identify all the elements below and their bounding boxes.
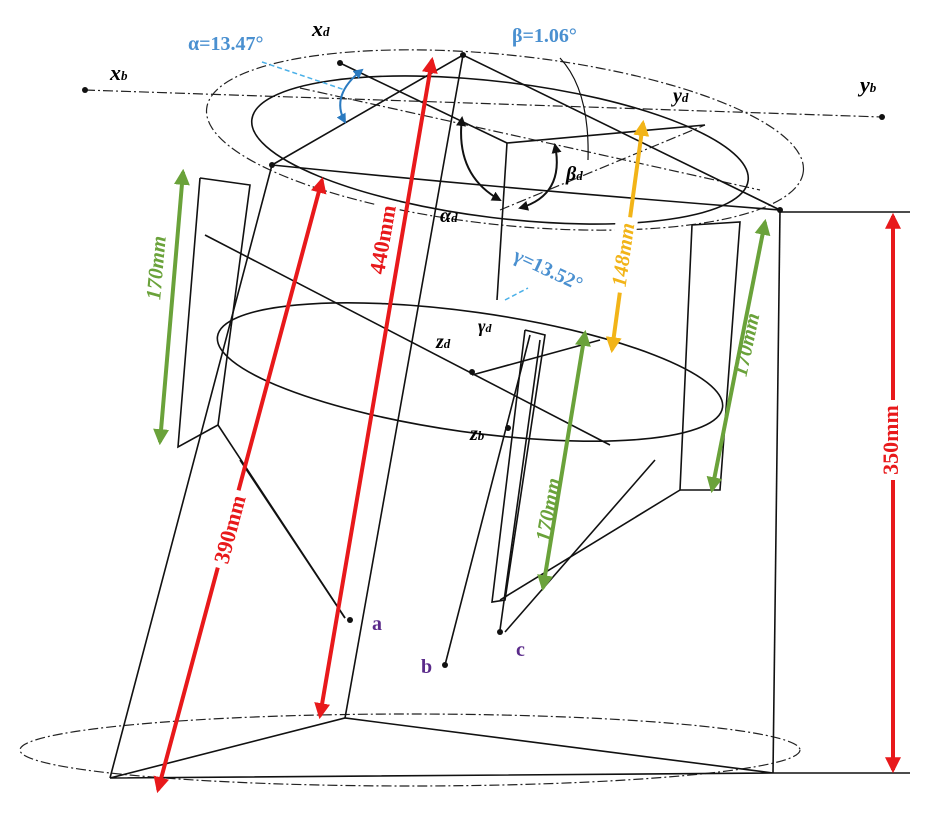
yd-axis (499, 124, 706, 211)
beta-d-arc (518, 143, 562, 211)
gamma-label: γ=13.52° (509, 244, 586, 296)
alpha-d-arc (456, 116, 502, 201)
yd-label: yd (671, 85, 689, 107)
leg-b (491, 329, 546, 603)
dim-440-arrow (314, 56, 438, 720)
gamma-d-label: γd (478, 316, 493, 336)
dim-350-label: 350mm (878, 405, 903, 475)
zb-label: zb (469, 423, 485, 445)
leg-a (177, 177, 251, 449)
zd-label: zd (435, 331, 451, 353)
yb-label: yb (857, 72, 877, 97)
point-a-label: a (372, 613, 382, 635)
dim-170-center-arrow (537, 329, 591, 592)
dim-390-arrow (153, 176, 327, 794)
xb-yb-axis (84, 89, 883, 118)
top-outer-ellipse (205, 49, 805, 231)
dim-170-right-arrow (706, 218, 771, 494)
alpha-d-label: αd (440, 205, 458, 227)
dim-170-left-arrow (153, 168, 190, 446)
dim-148-label: 148mm (607, 221, 640, 288)
dim-170-center-label: 170mm (531, 476, 566, 543)
point-c-label: c (516, 639, 525, 661)
top-platform-ellipse (250, 75, 750, 225)
xb-label: xb (109, 60, 128, 85)
point-b-label: b (421, 656, 432, 678)
dim-390-label: 390mm (208, 492, 250, 566)
beta-label: β=1.06° (512, 25, 577, 47)
dim-170-left-label: 170mm (141, 235, 171, 301)
beta-d-label: βd (565, 163, 583, 185)
bottom-ellipse (19, 713, 801, 787)
alpha-label: α=13.47° (188, 33, 264, 55)
xd-label: xd (311, 16, 330, 41)
